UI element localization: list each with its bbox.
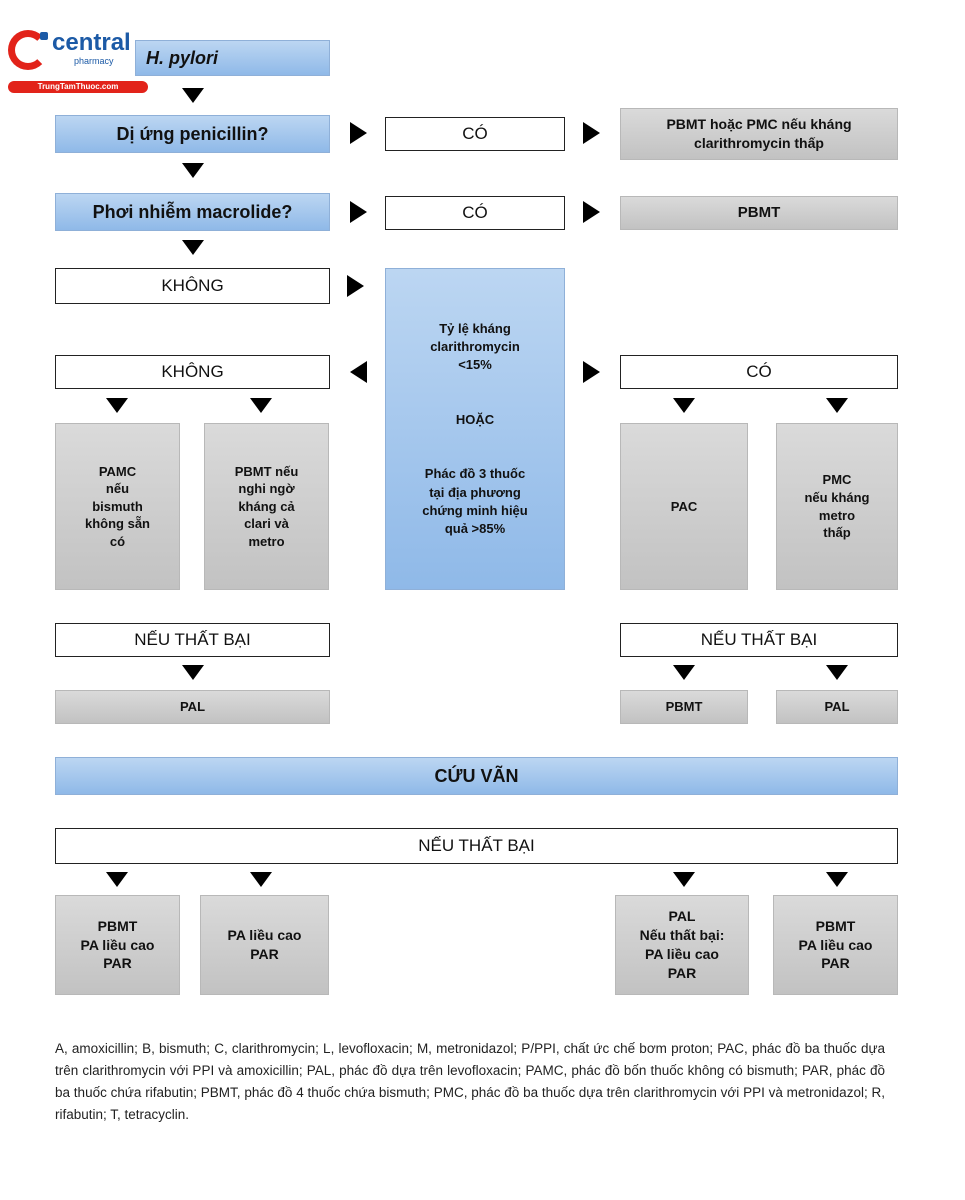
left-fail-box: NẾU THẤT BẠI — [55, 623, 330, 657]
rescue-option-4: PBMT PA liều cao PAR — [773, 895, 898, 995]
rescue-option-3: PAL Nếu thất bại: PA liều cao PAR — [615, 895, 749, 995]
arrow-down-icon — [106, 872, 128, 887]
rescue-fail-box: NẾU THẤT BẠI — [55, 828, 898, 864]
right-option-pac: PAC — [620, 423, 748, 590]
arrow-down-icon — [673, 872, 695, 887]
right-fail-box: NẾU THẤT BẠI — [620, 623, 898, 657]
right-fail-result-pal: PAL — [776, 690, 898, 724]
arrow-down-icon — [182, 88, 204, 103]
arrow-right-icon — [583, 201, 600, 223]
logo-c-icon — [8, 30, 48, 70]
arrow-down-icon — [673, 398, 695, 413]
logo-dot-icon — [40, 32, 48, 40]
question-macrolide-exposure: Phơi nhiễm macrolide? — [55, 193, 330, 231]
arrow-down-icon — [250, 398, 272, 413]
left-option-pbmt: PBMT nếu nghi ngờ kháng cả clari và metr… — [204, 423, 329, 590]
macrolide-yes-box: CÓ — [385, 196, 565, 230]
right-yes-box: CÓ — [620, 355, 898, 389]
allergy-yes-result: PBMT hoặc PMC nếu kháng clarithromycin t… — [620, 108, 898, 160]
arrow-right-icon — [350, 122, 367, 144]
left-option-pamc: PAMC nếu bismuth không sẵn có — [55, 423, 180, 590]
logo-site: TrungTamThuoc.com — [8, 81, 148, 93]
arrow-down-icon — [182, 240, 204, 255]
right-option-pmc: PMC nếu kháng metro thấp — [776, 423, 898, 590]
arrow-down-icon — [826, 398, 848, 413]
left-fail-result: PAL — [55, 690, 330, 724]
arrow-right-icon — [583, 122, 600, 144]
no-top-box: KHÔNG — [55, 268, 330, 304]
arrow-down-icon — [182, 163, 204, 178]
start-node: H. pylori — [135, 40, 330, 76]
logo-sub: pharmacy — [74, 56, 114, 66]
rescue-option-1: PBMT PA liều cao PAR — [55, 895, 180, 995]
rescue-option-2: PA liều cao PAR — [200, 895, 329, 995]
arrow-down-icon — [182, 665, 204, 680]
left-no-box: KHÔNG — [55, 355, 330, 389]
logo-word: central — [52, 29, 131, 56]
arrow-down-icon — [106, 398, 128, 413]
arrow-down-icon — [673, 665, 695, 680]
macrolide-yes-result: PBMT — [620, 196, 898, 230]
arrow-left-icon — [350, 361, 367, 383]
arrow-right-icon — [350, 201, 367, 223]
arrow-right-icon — [583, 361, 600, 383]
question-penicillin-allergy: Dị ứng penicillin? — [55, 115, 330, 153]
arrow-down-icon — [250, 872, 272, 887]
abbreviation-footnote: A, amoxicillin; B, bismuth; C, clarithro… — [55, 1041, 885, 1122]
rescue-bar: CỨU VÃN — [55, 757, 898, 795]
criteria-center-box: Tỷ lệ kháng clarithromycin <15% HOẶC Phá… — [385, 268, 565, 590]
arrow-down-icon — [826, 665, 848, 680]
central-pharmacy-logo: central pharmacy TrungTamThuoc.com — [8, 30, 148, 94]
right-fail-result-pbmt: PBMT — [620, 690, 748, 724]
arrow-right-icon — [347, 275, 364, 297]
allergy-yes-box: CÓ — [385, 117, 565, 151]
arrow-down-icon — [826, 872, 848, 887]
